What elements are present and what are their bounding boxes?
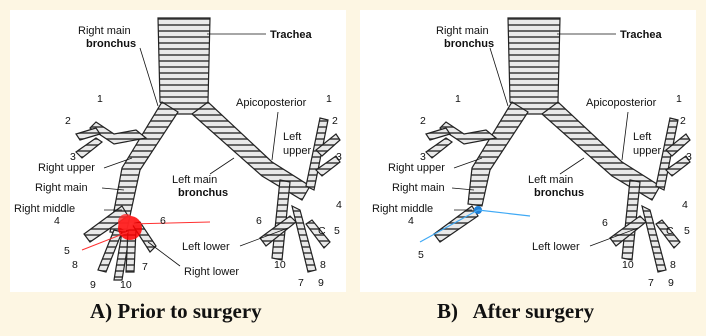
segment-number: 6 (602, 217, 608, 229)
bronchial-tree-diagram-b: Right main bronchus Trachea Apicoposteri… (360, 10, 696, 292)
label-left-main-b2: bronchus (534, 187, 584, 199)
label-right-upper-b: Right upper (388, 162, 445, 174)
segment-number: 8 (320, 259, 326, 271)
label-right-lower-a: Right lower (184, 266, 239, 278)
segment-number: 10 (274, 259, 286, 271)
segment-number: 7 (142, 261, 148, 273)
caption-prior-to-surgery: A) Prior to surgery (90, 299, 262, 324)
segment-number: 2 (680, 115, 686, 127)
segment-number: 3 (420, 151, 426, 163)
bronchial-tree-diagram-a: Right main bronchus Trachea Apicoposteri… (10, 10, 346, 292)
label-right-main-b: Right main (392, 182, 445, 194)
label-apicoposterior-a: Apicoposterior (236, 97, 307, 109)
segment-number: C (666, 225, 674, 237)
label-left-main-a2: bronchus (178, 187, 228, 199)
label-left-upper-a2: upper (283, 145, 311, 157)
segment-number: 4 (408, 215, 414, 227)
segment-number: 5 (64, 245, 70, 257)
segment-number: 4 (682, 199, 688, 211)
segment-number: 4 (336, 199, 342, 211)
label-right-main-bronchus-b1: Right main (436, 25, 489, 37)
segment-number: 9 (318, 277, 324, 289)
label-right-middle-a: Right middle (14, 203, 75, 215)
label-right-main-a: Right main (35, 182, 88, 194)
segment-number: 2 (332, 115, 338, 127)
segment-number: 2 (65, 115, 71, 127)
label-left-upper-a1: Left (283, 131, 301, 143)
label-right-main-bronchus-a2: bronchus (86, 38, 136, 50)
segment-number: 8 (72, 259, 78, 271)
segment-number: 1 (97, 93, 103, 105)
segment-number: 5 (684, 225, 690, 237)
segment-number: 2 (420, 115, 426, 127)
segment-number: 1 (326, 93, 332, 105)
label-right-main-bronchus-a1: Right main (78, 25, 131, 37)
segment-number: 3 (70, 151, 76, 163)
caption-after-surgery: B) After surgery (437, 299, 594, 324)
segment-number: 9 (668, 277, 674, 289)
segment-number: 1 (455, 93, 461, 105)
segment-number: 5 (418, 249, 424, 261)
label-trachea-a: Trachea (270, 29, 312, 41)
segment-number: 8 (670, 259, 676, 271)
segment-number: C (318, 225, 326, 237)
segment-number: 5 (334, 225, 340, 237)
label-left-upper-b1: Left (633, 131, 651, 143)
panel-after-surgery: Right main bronchus Trachea Apicoposteri… (360, 10, 696, 292)
segment-number: 4 (54, 215, 60, 227)
segment-number: 1 (676, 93, 682, 105)
label-right-middle-b: Right middle (372, 203, 433, 215)
segment-number: 6 (160, 215, 166, 227)
label-right-upper-a: Right upper (38, 162, 95, 174)
segment-number: 10 (622, 259, 634, 271)
label-apicoposterior-b: Apicoposterior (586, 97, 657, 109)
segment-number: 3 (686, 151, 692, 163)
segment-number: 9 (90, 279, 96, 291)
label-left-lower-b: Left lower (532, 241, 580, 253)
segment-number: 6 (256, 215, 262, 227)
label-left-main-a1: Left main (172, 174, 217, 186)
segment-number: 7 (648, 277, 654, 289)
label-left-main-b1: Left main (528, 174, 573, 186)
label-left-upper-b2: upper (633, 145, 661, 157)
segment-number: 7 (298, 277, 304, 289)
label-trachea-b: Trachea (620, 29, 662, 41)
panel-prior-to-surgery: Right main bronchus Trachea Apicoposteri… (10, 10, 346, 292)
label-left-lower-a: Left lower (182, 241, 230, 253)
segment-number: 3 (336, 151, 342, 163)
label-right-main-bronchus-b2: bronchus (444, 38, 494, 50)
segment-number: 10 (120, 279, 132, 291)
